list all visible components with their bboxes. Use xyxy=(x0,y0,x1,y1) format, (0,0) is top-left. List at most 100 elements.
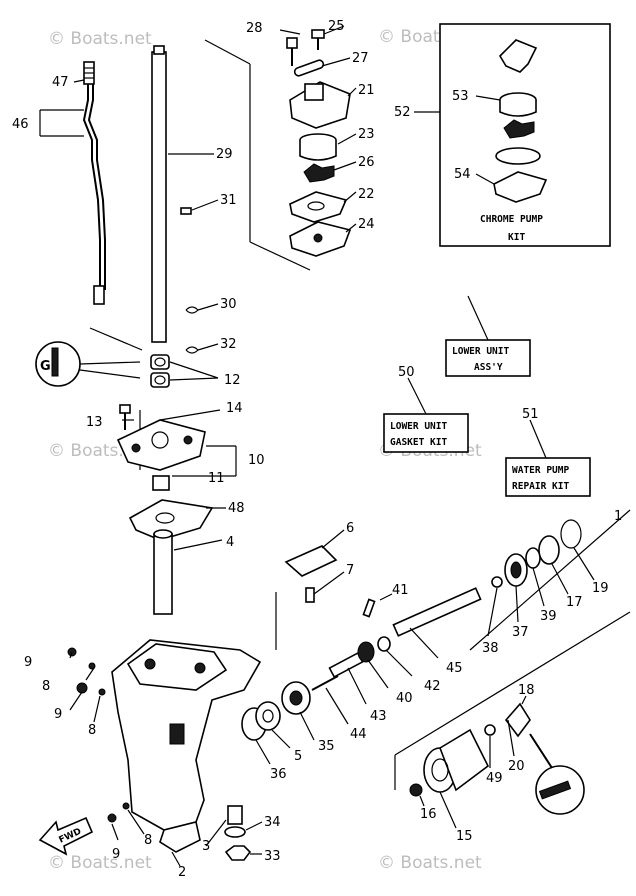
box-line: LOWER UNIT xyxy=(452,346,509,357)
leader xyxy=(325,687,349,725)
callout: 9 xyxy=(112,847,120,862)
callout: 30 xyxy=(220,297,237,312)
callout: 8 xyxy=(42,679,50,694)
bolt-28-head xyxy=(286,37,298,49)
collar-11 xyxy=(152,475,170,491)
leader xyxy=(507,719,515,757)
watermark: © Boats.net xyxy=(48,29,152,49)
leader xyxy=(159,409,221,421)
leader xyxy=(173,539,223,551)
bushings-12 xyxy=(150,354,170,388)
leader xyxy=(323,25,345,35)
oring-31 xyxy=(180,207,192,215)
housing-hole xyxy=(131,443,141,453)
plate-24-hole xyxy=(313,233,323,243)
leader xyxy=(407,377,427,415)
screw-9 xyxy=(107,813,117,823)
washer-8 xyxy=(88,662,96,670)
callout: 5 xyxy=(294,749,302,764)
callout: 23 xyxy=(358,127,375,142)
shift-rod-edge xyxy=(87,82,106,290)
leader xyxy=(347,87,357,97)
watermark: © Boats.net xyxy=(48,853,152,873)
bushing-hole xyxy=(154,357,166,367)
grease-callout: G xyxy=(35,341,141,387)
callout: 43 xyxy=(370,709,387,724)
callout: 50 xyxy=(398,365,415,380)
leader xyxy=(245,821,263,831)
ring-42 xyxy=(377,636,391,652)
grease-pointer xyxy=(79,369,141,379)
shift-rod-housing-10 xyxy=(116,419,206,491)
callout: 2 xyxy=(178,865,186,880)
callout: 10 xyxy=(248,453,265,468)
washer-34 xyxy=(224,826,246,838)
guide-line xyxy=(89,327,143,351)
callout: 44 xyxy=(350,727,367,742)
gasket-hole xyxy=(155,512,175,524)
shaft-43 xyxy=(328,651,364,679)
chrome-pump-kit-box: CHROME PUMP KIT xyxy=(439,23,611,247)
callout: 15 xyxy=(456,829,473,844)
leader xyxy=(475,173,495,185)
leader xyxy=(299,711,315,741)
water-pump-stack xyxy=(286,29,352,257)
box-line: ASS'Y xyxy=(474,362,503,373)
washer-8 xyxy=(122,802,130,810)
callout: 8 xyxy=(88,723,96,738)
leader xyxy=(409,627,439,659)
leader xyxy=(379,593,393,601)
trim-tab-hardware xyxy=(224,805,252,861)
chrome-pump-kit-label: KIT xyxy=(508,232,525,243)
leader xyxy=(169,361,219,379)
callout: 32 xyxy=(220,337,237,352)
leader xyxy=(487,587,498,637)
leader xyxy=(347,667,367,705)
oring-19 xyxy=(560,519,582,549)
nut-33 xyxy=(224,845,252,861)
pump-housing-neck xyxy=(304,83,324,101)
bolt-3 xyxy=(227,805,243,825)
grease-pointer xyxy=(529,733,553,769)
grease-tube xyxy=(51,347,59,377)
assembly-guide-lines xyxy=(89,39,631,790)
drive-shaft-29 xyxy=(151,51,167,343)
leader xyxy=(111,823,119,841)
leader xyxy=(279,29,301,35)
kit-gasket xyxy=(495,147,541,165)
callout: 28 xyxy=(246,21,263,36)
box-frame xyxy=(505,457,591,497)
water-tube-4 xyxy=(153,533,173,615)
lower-case-hole xyxy=(144,658,156,670)
grease-tube xyxy=(538,780,572,800)
leader xyxy=(85,667,95,681)
bearing-5-bore xyxy=(262,709,274,723)
box-line: LOWER UNIT xyxy=(390,421,447,432)
leader xyxy=(271,729,291,749)
callout: 36 xyxy=(270,767,287,782)
callout: 46 xyxy=(12,117,29,132)
leader xyxy=(69,691,83,711)
guide-line xyxy=(394,611,631,756)
grease-callout-lower xyxy=(529,733,585,815)
housing-hole xyxy=(183,435,193,445)
gasket-kit-box: LOWER UNIT GASKET KIT xyxy=(383,413,469,453)
callout: 8 xyxy=(144,833,152,848)
clip-32 xyxy=(185,346,199,354)
callout: 9 xyxy=(54,707,62,722)
callout: 24 xyxy=(358,217,375,232)
screw-7 xyxy=(305,587,315,603)
bolt-20 xyxy=(504,702,531,738)
gasket-48 xyxy=(128,499,214,541)
leader xyxy=(343,191,357,203)
leader xyxy=(321,529,345,549)
lower-case-1 xyxy=(111,639,262,853)
lower-case-hole xyxy=(194,662,206,674)
callout: 12 xyxy=(224,373,241,388)
callout: 48 xyxy=(228,501,245,516)
leader xyxy=(521,695,527,705)
housing-sleeve xyxy=(439,728,490,792)
leader xyxy=(551,563,569,595)
bearing-5 xyxy=(255,701,281,731)
